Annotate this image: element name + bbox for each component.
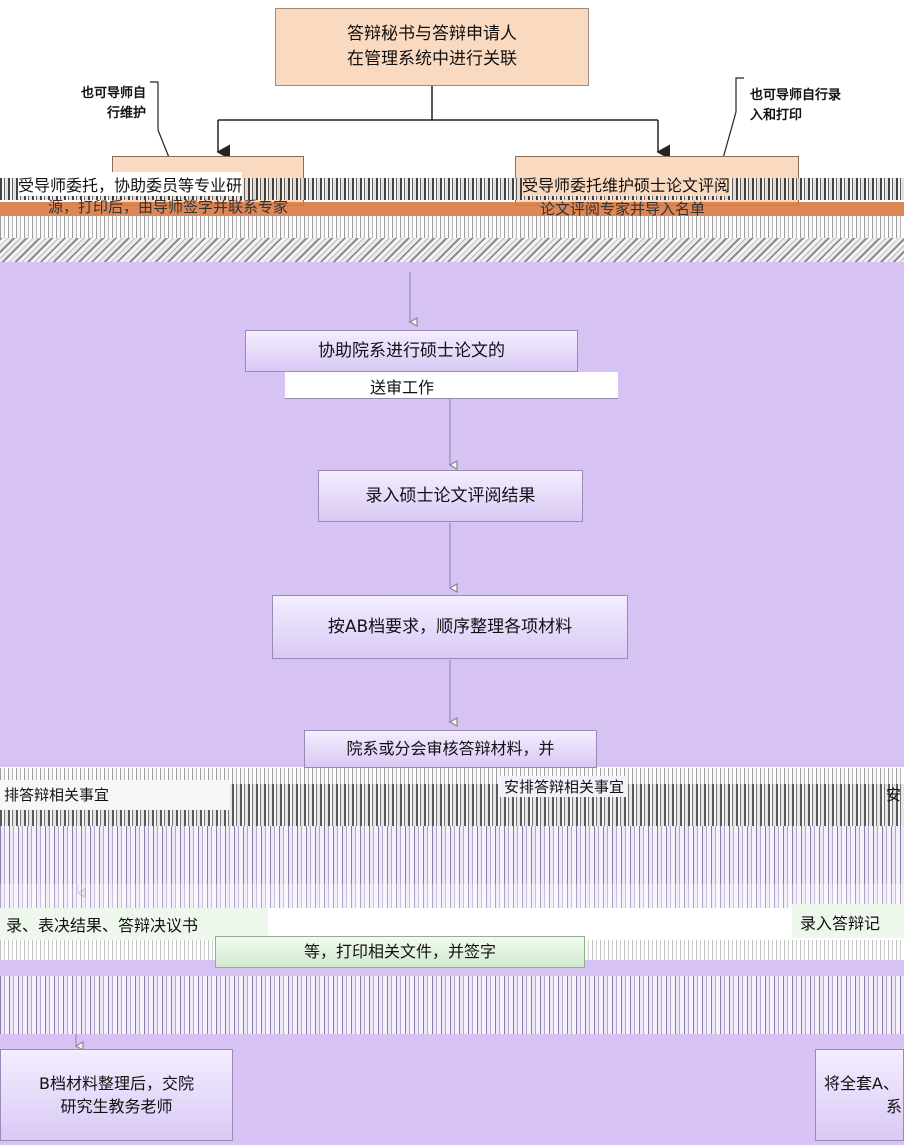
print-sign-node: 等，打印相关文件，并签字: [215, 936, 585, 968]
note-left-line2: 行维护: [106, 106, 146, 122]
top-node-line2: 在管理系统中进行关联: [347, 49, 517, 69]
note-right-line2: 入和打印: [750, 108, 803, 124]
assist-line2: 送审工作: [370, 378, 435, 397]
note-right: 也可导师自行录 入和打印: [750, 86, 890, 126]
b-file-line2: 研究生教务老师: [60, 1097, 173, 1116]
b-file-node: B档材料整理后，交院 研究生教务老师: [0, 1049, 233, 1141]
note-left: 也可导师自 行维护: [60, 84, 146, 124]
glitch-band-2: [0, 216, 904, 238]
glitch-band-6: [0, 826, 904, 884]
full-set-line2: 系: [886, 1097, 903, 1116]
branch-left-line1: 受导师委托，协助委员等专业研: [18, 172, 243, 196]
records-right: 录入答辩记: [800, 914, 881, 933]
branch-left-line2: 源，打印后，由导师签字并联系专家: [48, 198, 289, 216]
note-right-line1: 也可导师自行录: [750, 88, 842, 103]
arrange-fragment-bg: [0, 780, 230, 810]
full-set-line1: 将全套A、: [824, 1073, 899, 1093]
arrange-fragment: 排答辩相关事宜: [4, 786, 110, 804]
note-left-line1: 也可导师自: [80, 86, 146, 101]
assist-line1: 协助院系进行硕士论文的: [318, 340, 505, 361]
full-set-node: 将全套A、 系: [815, 1049, 904, 1141]
glitch-band-3: [0, 238, 904, 262]
dept-review-line1: 院系或分会审核答辩材料，并: [346, 739, 555, 759]
top-node-association: 答辩秘书与答辩申请人 在管理系统中进行关联: [275, 8, 589, 86]
records-right-bg: [792, 904, 904, 938]
records-left: 录、表决结果、答辩决议书: [6, 916, 199, 935]
branch-right-line1: 受导师委托维护硕士论文评阅: [522, 172, 731, 196]
glitch-band-9: [0, 976, 904, 1034]
dept-review-node: 院系或分会审核答辩材料，并: [304, 730, 597, 768]
print-sign-label: 等，打印相关文件，并签字: [303, 942, 496, 962]
enter-review-node: 录入硕士论文评阅结果: [318, 470, 583, 522]
glitch-band-orange: [0, 202, 904, 216]
organize-ab-label: 按AB档要求，顺序整理各项材料: [327, 616, 573, 637]
assist-node-continuation: [285, 372, 618, 399]
right-edge-fragment-1: 安: [886, 786, 902, 804]
records-left-bg: [0, 908, 268, 940]
organize-ab-node: 按AB档要求，顺序整理各项材料: [272, 595, 628, 659]
glitch-band-7: [0, 884, 904, 908]
b-file-line1: B档材料整理后，交院: [39, 1073, 194, 1093]
dept-review-line2: 安排答辩相关事宜: [500, 776, 629, 797]
top-node-line1: 答辩秘书与答辩申请人: [347, 24, 517, 45]
assist-submission-node: 协助院系进行硕士论文的: [245, 330, 578, 372]
enter-review-label: 录入硕士论文评阅结果: [365, 485, 536, 506]
branch-right-line2: 论文评阅专家并导入名单: [540, 200, 706, 218]
